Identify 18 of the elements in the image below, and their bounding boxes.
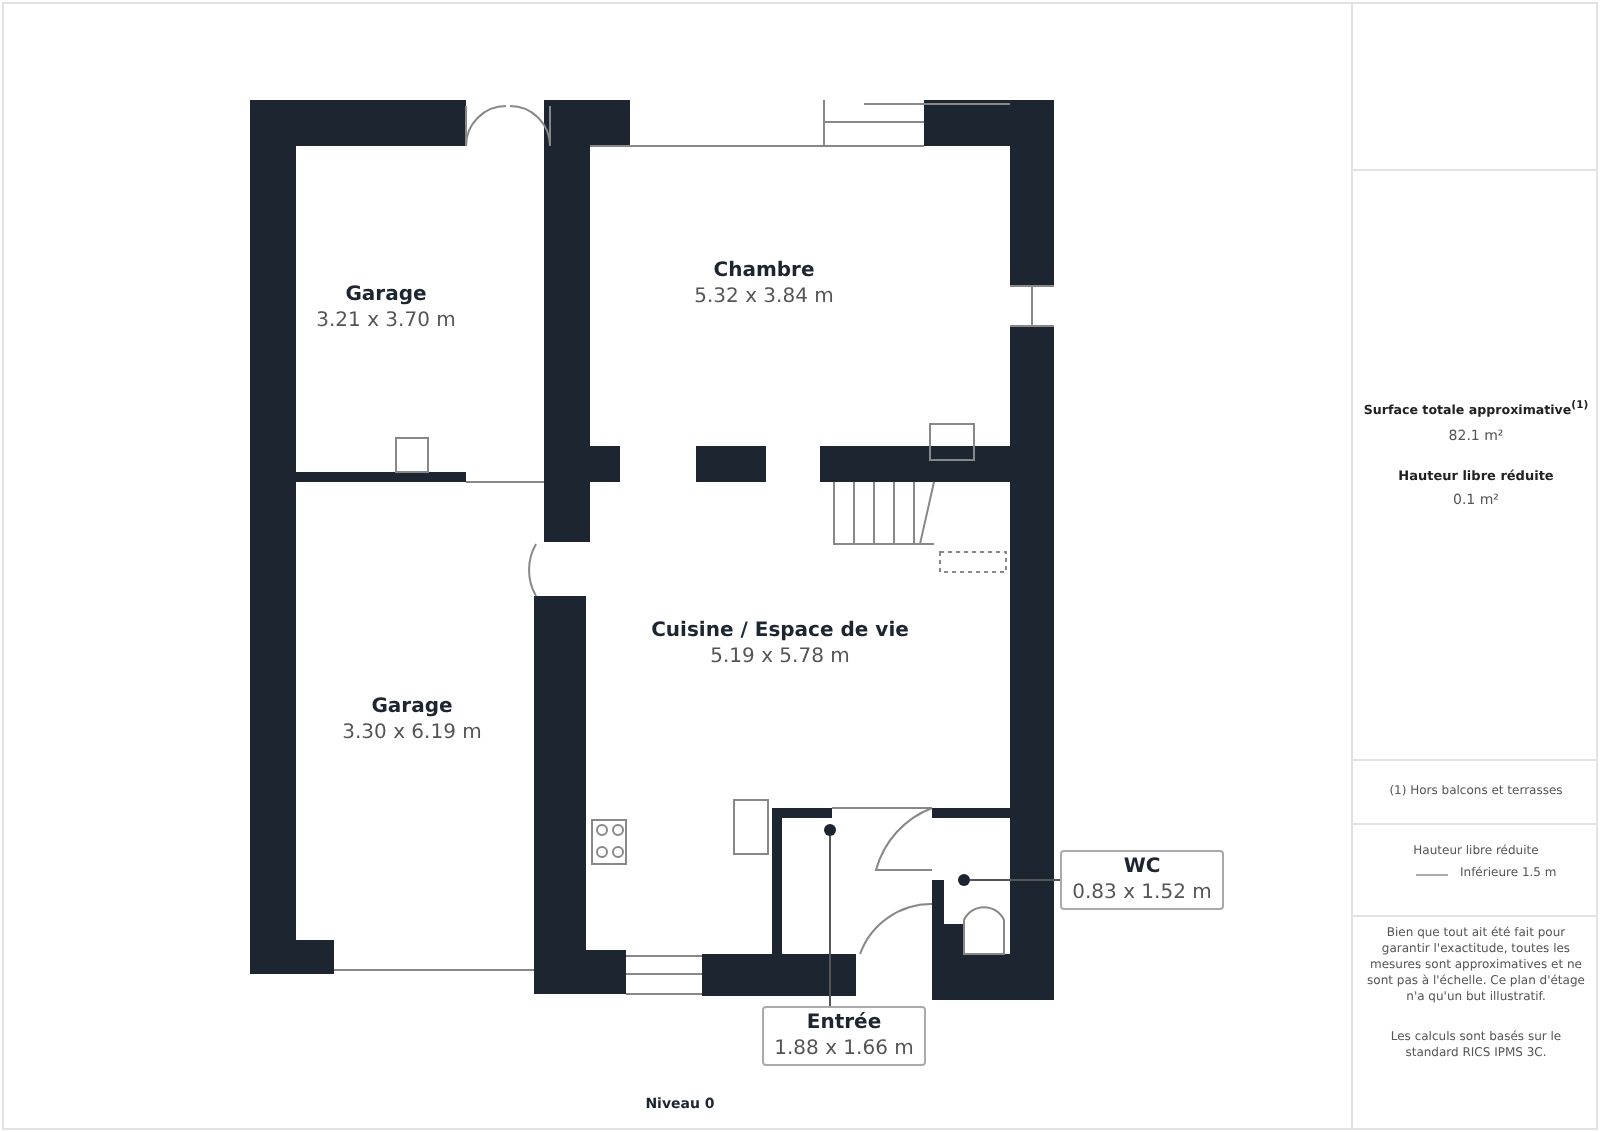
room-dimensions: 3.21 x 3.70 m <box>316 310 456 332</box>
room-dimensions: 0.83 x 1.52 m <box>1072 882 1212 904</box>
leader-line <box>969 879 1061 881</box>
room-name: Cuisine / Espace de vie <box>651 620 909 642</box>
room-name: Garage <box>369 696 455 718</box>
callout-box <box>1060 850 1224 910</box>
room-name: Chambre <box>711 260 817 282</box>
room-dimensions: 5.32 x 3.84 m <box>694 286 834 308</box>
leader-line <box>829 835 831 1007</box>
marker-dot <box>824 824 836 836</box>
room-name: Entrée <box>804 1012 884 1034</box>
room-dimensions: 3.30 x 6.19 m <box>342 722 482 744</box>
marker-dot <box>958 874 970 886</box>
room-dimensions: 1.88 x 1.66 m <box>774 1038 914 1060</box>
room-name: WC <box>1121 856 1163 878</box>
room-name: Garage <box>343 284 429 306</box>
callout-box <box>762 1006 926 1066</box>
room-dimensions: 5.19 x 5.78 m <box>708 646 852 668</box>
